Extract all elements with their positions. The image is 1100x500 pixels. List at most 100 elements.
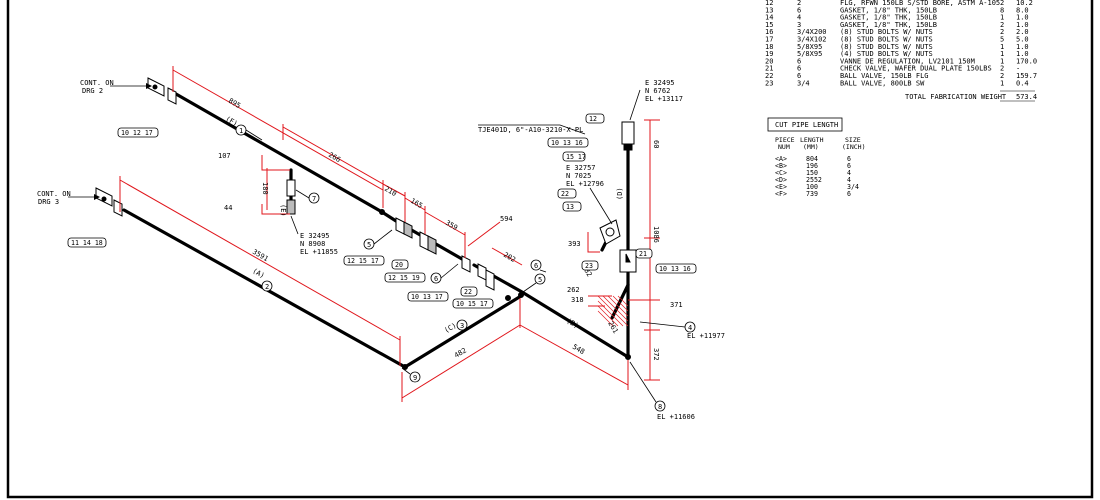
svg-text:10 15 17: 10 15 17 (456, 300, 488, 308)
svg-text:8: 8 (658, 403, 662, 411)
material-tag: 10 13 16 (655, 263, 697, 274)
coord-r-el: EL +12796 (566, 180, 604, 188)
bom-cell-desc: GASKET, 1/8" THK, 150LB (840, 21, 937, 29)
cut-cell-size: 6 (847, 155, 851, 163)
bom-cell-desc: BALL VALVE, 800LB SW (840, 79, 925, 87)
bom-cell-n: 2 (1000, 28, 1004, 36)
bom-cell-qty: 5/8X95 (797, 43, 822, 51)
svg-text:10 12 17: 10 12 17 (121, 129, 153, 137)
valve-group-1 (395, 217, 413, 239)
bom-cell-wt: 2.0 (1016, 28, 1029, 36)
callout-leaders (245, 129, 686, 403)
flange-lower-left (95, 187, 123, 217)
weld-point (402, 364, 408, 370)
bom-cell-desc: GASKET, 1/8" THK, 150LB (840, 6, 937, 14)
cont-arrowhead-lower (94, 194, 100, 200)
line-identifier: TJE401D, 6"-A10-3210-X-PL (478, 126, 583, 134)
bom-cell-qty: 3/4 (797, 79, 810, 87)
bom-cell-qty: 6 (797, 6, 801, 14)
material-tag: 10 13 16 (547, 137, 589, 148)
svg-text:12 15 19: 12 15 19 (388, 274, 420, 282)
dim-line-482 (401, 324, 521, 399)
svg-text:12: 12 (589, 115, 597, 123)
pipe-upper-run (174, 92, 398, 223)
material-tag: 12 (585, 113, 605, 124)
bom-total-value: 573.4 (1016, 93, 1037, 101)
cut-cell-length: 804 (806, 155, 818, 163)
bom-cell-qty: 3 (797, 21, 801, 29)
bom-cell-desc: VANNE DE REGULATION, LV2101 150M (840, 57, 975, 65)
cut-cell-size: 6 (847, 190, 851, 198)
piece-label-e: (E) (279, 204, 287, 217)
bom-cell-qty: 6 (797, 72, 801, 80)
dim-3591: 3591 (251, 248, 270, 263)
cut-cell-piece: <A> (775, 155, 787, 163)
cut-table-row: <A> 804 6 (775, 155, 851, 163)
cont-on-label-upper: CONT. ON (80, 79, 114, 87)
dim-202: 202 (502, 251, 517, 264)
part-callouts: 1 2 3 4 5 6 7 8 (235, 124, 696, 412)
coord-mid-leader (290, 215, 299, 235)
cut-table-header-inch: (INCH) (842, 143, 865, 151)
material-tag: 22 (460, 286, 478, 297)
svg-text:5: 5 (538, 276, 542, 284)
dimension-lines (119, 66, 660, 402)
dim-line-548 (519, 324, 629, 386)
piece-label-c: (C) (443, 321, 458, 334)
drg-label-upper: DRG 2 (82, 87, 103, 95)
coord-mid-el: EL +11855 (300, 248, 338, 256)
valve-group-2 (419, 231, 437, 255)
sheet-border (6, 0, 1094, 499)
weld-point (625, 354, 631, 360)
bom-cell-pt: 22 (765, 72, 773, 80)
cut-pipe-length-table: CUT PIPE LENGTH PIECE NUM LENGTH (MM) SI… (767, 117, 865, 198)
coord-mid-n: N 8908 (300, 240, 325, 248)
material-tag: 10 13 17 (407, 291, 449, 302)
bom-cell-n: 1 (1000, 79, 1004, 87)
material-tag: 12 15 17 (343, 255, 385, 266)
bom-cell-qty: 4 (797, 14, 801, 22)
bom-cell-n: 1 (1000, 43, 1004, 51)
bom-cell-n: 2 (1000, 65, 1004, 73)
bom-cell-pt: 21 (765, 65, 773, 73)
dim-261: 261 (606, 320, 619, 335)
bom-cell-n: 5 (1000, 36, 1004, 44)
cut-cell-piece: <D> (775, 176, 787, 184)
material-tag: 10 15 17 (452, 298, 494, 309)
bom-cell-pt: 23 (765, 79, 773, 87)
bom-cell-desc: BALL VALVE, 150LB FLG (840, 72, 929, 80)
material-tag: 12 15 19 (384, 272, 426, 283)
svg-text:22: 22 (561, 190, 569, 198)
cut-cell-length: 739 (806, 190, 818, 198)
callout-circle: 8 (654, 400, 666, 412)
material-tag: 10 12 17 (117, 127, 159, 138)
svg-text:20: 20 (395, 261, 403, 269)
bom-cell-n: 2 (1000, 21, 1004, 29)
cut-cell-piece: <E> (775, 183, 787, 191)
svg-text:9: 9 (413, 374, 417, 382)
cut-table-header-length: LENGTH (800, 136, 824, 144)
bom-cell-pt: 16 (765, 28, 773, 36)
cont-on-label-lower: CONT. ON (37, 190, 71, 198)
coord-r-leader (589, 187, 613, 225)
callout-circle: 3 (456, 319, 468, 331)
cut-cell-size: 6 (847, 162, 851, 170)
bom-cell-wt: - (1016, 65, 1020, 73)
bom-cell-pt: 15 (765, 21, 773, 29)
coord-top-leader (629, 89, 641, 121)
coord-r-e: E 32757 (566, 164, 596, 172)
svg-text:11 14 18: 11 14 18 (71, 239, 103, 247)
riser-valve (619, 249, 637, 273)
dim-line-359 (424, 211, 466, 236)
bom-cell-desc: (8) STUD BOLTS W/ NUTS (840, 36, 933, 44)
